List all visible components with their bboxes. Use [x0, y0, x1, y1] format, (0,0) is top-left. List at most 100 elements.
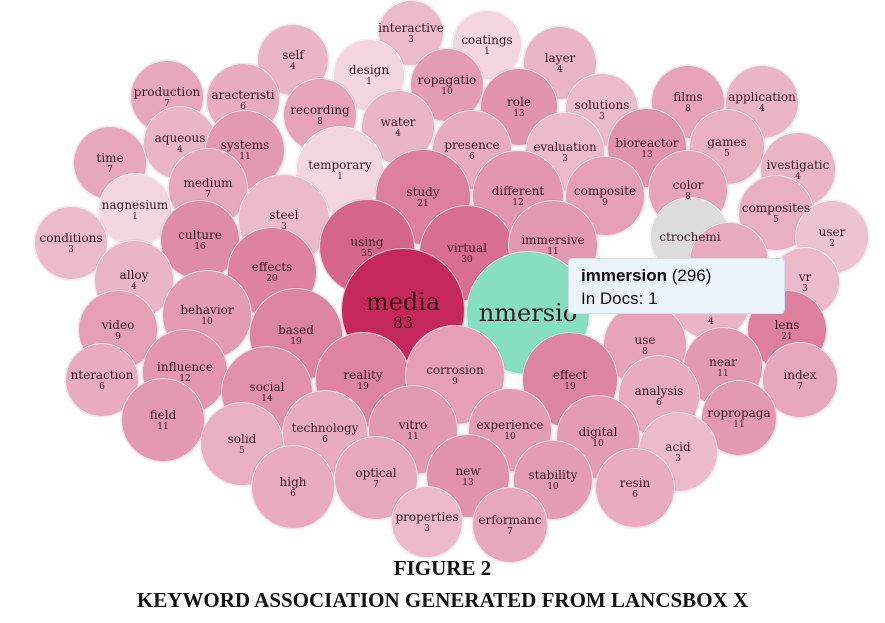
bubble-value: 8 — [317, 116, 323, 127]
bubble-label: games — [707, 134, 747, 149]
bubble-value: 35 — [361, 248, 373, 259]
bubble-value: 19 — [357, 381, 369, 392]
bubble-label: ropagatio — [417, 72, 477, 87]
bubble-value: 19 — [564, 381, 576, 392]
bubble-label: nagnesium — [101, 197, 169, 212]
bubble-label: video — [101, 317, 135, 332]
bubble-value: 6 — [469, 151, 475, 162]
bubble-value: 7 — [164, 98, 170, 109]
bubble-value: 7 — [107, 164, 113, 175]
bubble-value: 5 — [239, 445, 245, 456]
bubble-value: 8 — [685, 103, 691, 114]
bubble-value: 8 — [685, 191, 691, 202]
bubble-label: conditions — [39, 230, 103, 245]
bubble-value: 6 — [656, 397, 662, 408]
bubble-label: solid — [227, 431, 257, 446]
bubble-label: erformanc — [478, 512, 542, 527]
bubble-label: culture — [178, 227, 222, 242]
bubble-label: production — [133, 84, 201, 99]
bubble-label: vitro — [398, 417, 428, 432]
bubble-label: effect — [552, 367, 588, 382]
bubble-label: water — [380, 114, 416, 129]
bubble-value: 13 — [641, 149, 653, 160]
bubble-label: vr — [798, 269, 812, 284]
bubble-label: self — [282, 47, 304, 62]
bubble-label: corrosion — [426, 362, 484, 377]
bubble-label: technology — [291, 420, 359, 435]
bubble-value: 4 — [708, 317, 714, 327]
bubble-value: 21 — [417, 198, 429, 209]
bubble-value: 7 — [797, 381, 803, 392]
bubble-value: 1 — [366, 76, 372, 87]
bubble-value: 10 — [504, 431, 516, 442]
bubble-label: evaluation — [533, 139, 597, 154]
bubble-value: 3 — [408, 34, 414, 45]
bubble-label: systems — [220, 137, 270, 152]
bubble-label: ropropaga — [707, 405, 771, 420]
bubble-label: bioreactor — [615, 135, 679, 150]
bubble-value: 11 — [547, 246, 559, 257]
bubble-value: 4 — [795, 171, 801, 182]
bubble-label: application — [728, 89, 796, 104]
bubble-label: index — [783, 367, 817, 382]
bubble-value: 4 — [177, 144, 183, 155]
bubble-value: 5 — [724, 148, 730, 159]
bubble-value: 11 — [717, 368, 729, 379]
bubble-value: 11 — [239, 151, 251, 162]
bubble-label: layer — [544, 50, 576, 65]
bubble-value: 3 — [562, 153, 568, 164]
bubble-label: behavior — [180, 302, 234, 317]
bubble-label: analysis — [634, 383, 684, 398]
bubble-label: solutions — [574, 97, 630, 112]
bubble-label: composite — [573, 183, 637, 198]
bubble-value: 11 — [407, 431, 419, 442]
bubble-value: 20 — [266, 273, 278, 284]
bubble-value: 4 — [557, 64, 563, 75]
bubble-label: interactive — [378, 20, 444, 35]
bubble-label: effects — [251, 259, 293, 274]
bubble-label: user — [818, 224, 846, 239]
bubble-value: 3 — [802, 283, 808, 294]
bubble-value: 12 — [179, 373, 191, 384]
bubble-value: 1 — [484, 46, 490, 57]
bubble-value: 9 — [115, 331, 121, 342]
bubble-value: 6 — [632, 489, 638, 500]
bubble-label: design — [348, 62, 390, 77]
figure-number: FIGURE 2 — [393, 556, 492, 580]
bubble-label: digital — [578, 424, 618, 439]
bubble-value: 10 — [201, 316, 213, 327]
bubble-value: 6 — [99, 381, 105, 392]
bubble-label: ivestigatic — [766, 157, 830, 172]
bubble-value: 9 — [602, 197, 608, 208]
bubble-value: 13 — [513, 108, 525, 119]
bubble-value: 13 — [462, 477, 474, 488]
bubble-value: 4 — [290, 61, 296, 72]
bubble-value: 5 — [773, 214, 779, 225]
bubble-label: nmersio — [478, 299, 578, 327]
bubble-value: 14 — [261, 393, 273, 404]
bubble-value: 19 — [290, 336, 302, 347]
bubble-value: 10 — [592, 438, 604, 449]
bubble-value: 3 — [675, 453, 681, 464]
bubble-label: stability — [528, 467, 578, 482]
bubble-label: acid — [665, 439, 691, 454]
bubble-label: high — [279, 474, 307, 489]
bubble-label: reality — [343, 367, 383, 382]
bubble-value: 12 — [512, 197, 524, 208]
bubble-label: films — [673, 89, 703, 104]
bubble-value: 6 — [290, 488, 296, 499]
bubble-label: composites — [741, 200, 811, 215]
bubble-value: 30 — [461, 254, 473, 265]
bubble-value: 3 — [424, 523, 430, 534]
tooltip-term: immersion — [581, 266, 667, 285]
bubble-label: different — [491, 183, 545, 198]
